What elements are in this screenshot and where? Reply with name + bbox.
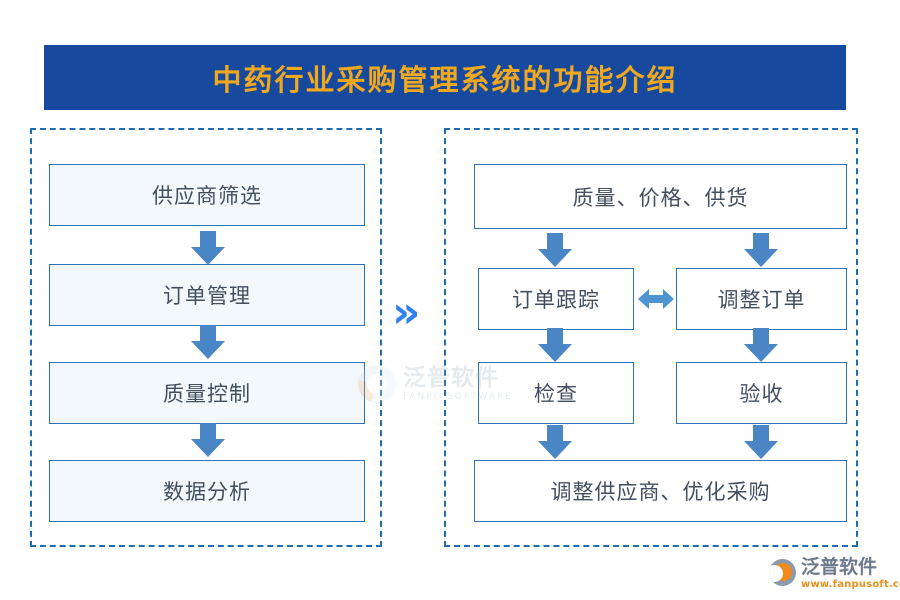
- arrow-down-icon: [538, 233, 572, 267]
- node-quality-price-supply[interactable]: 质量、价格、供货: [474, 164, 847, 229]
- arrow-down-icon: [191, 231, 225, 265]
- node-inspection[interactable]: 检查: [478, 362, 634, 424]
- left-flow-panel: [30, 128, 382, 547]
- arrow-down-icon: [191, 325, 225, 359]
- node-order-management[interactable]: 订单管理: [49, 264, 365, 326]
- arrow-down-icon: [744, 233, 778, 267]
- fanpu-logo-icon: [769, 559, 796, 586]
- arrow-down-icon: [744, 328, 778, 362]
- title-banner: 中药行业采购管理系统的功能介绍: [44, 45, 846, 110]
- fanpu-logo: 泛普软件 www.fanpusoft.com: [769, 558, 900, 596]
- arrow-left-right-icon: [638, 286, 674, 312]
- logo-brand-name: 泛普软件: [801, 556, 878, 578]
- logo-website-url: www.fanpusoft.com: [801, 579, 900, 590]
- node-adjust-order[interactable]: 调整订单: [676, 268, 847, 330]
- node-quality-control[interactable]: 质量控制: [49, 362, 365, 424]
- right-flow-panel: [444, 128, 858, 547]
- node-order-tracking[interactable]: 订单跟踪: [478, 268, 634, 330]
- node-adjust-supplier-optimize-purchasing[interactable]: 调整供应商、优化采购: [474, 460, 847, 522]
- node-acceptance[interactable]: 验收: [676, 362, 847, 424]
- arrow-down-icon: [744, 425, 778, 459]
- arrow-down-icon: [538, 425, 572, 459]
- arrow-down-icon: [191, 423, 225, 457]
- arrow-down-icon: [538, 328, 572, 362]
- double-chevron-right-icon: »: [392, 287, 421, 338]
- node-data-analysis[interactable]: 数据分析: [49, 460, 365, 522]
- page-title: 中药行业采购管理系统的功能介绍: [212, 62, 678, 97]
- node-supplier-screening[interactable]: 供应商筛选: [49, 164, 365, 226]
